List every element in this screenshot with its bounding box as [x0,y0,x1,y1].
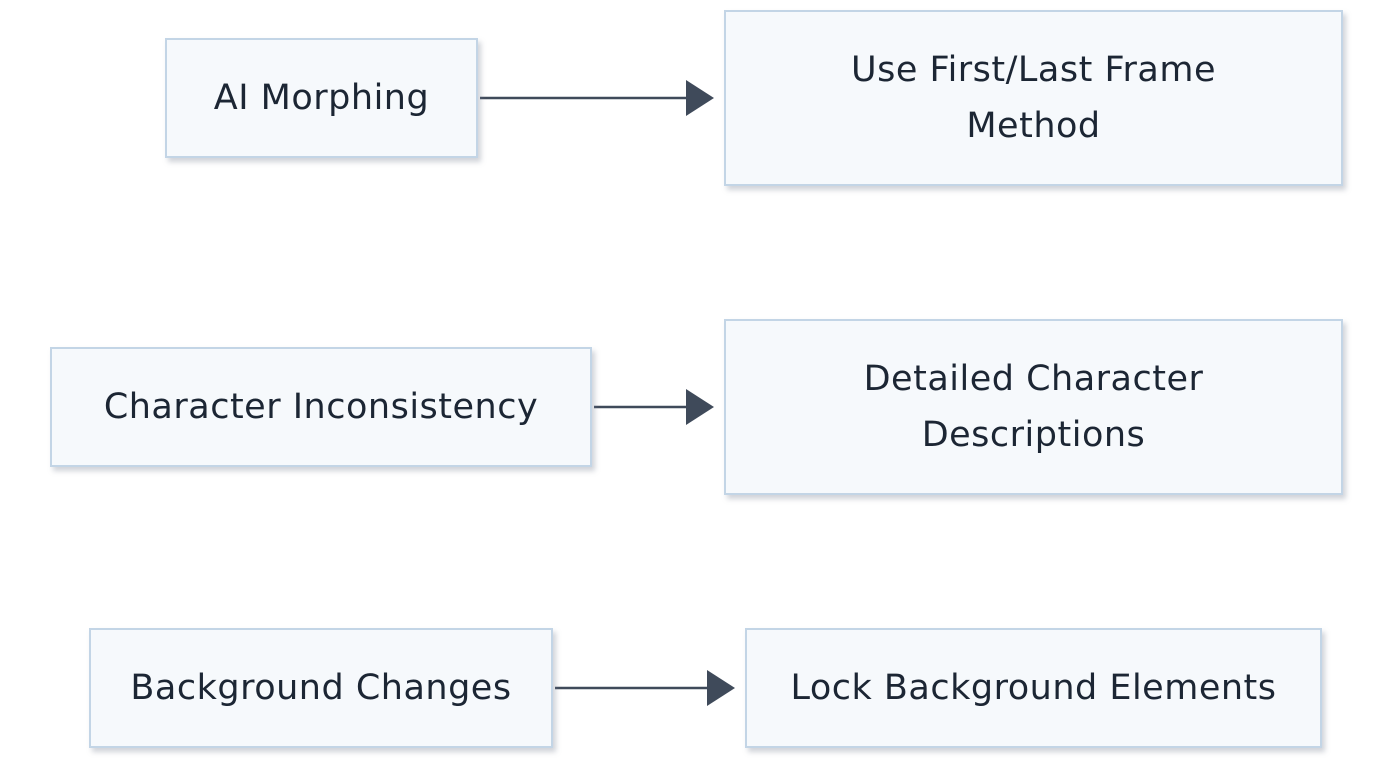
solution-node-first-last-frame: Use First/Last Frame Method [724,10,1343,186]
solution-node-label: Lock Background Elements [790,668,1277,708]
arrow-head [686,389,714,425]
arrow-ai-morphing-to-first-last-frame [480,80,714,116]
solution-node-label: Detailed Character Descriptions [863,359,1204,455]
arrow-head [707,670,735,706]
issue-node-ai-morphing: AI Morphing [165,38,478,158]
solution-node-detailed-descriptions: Detailed Character Descriptions [724,319,1343,495]
issue-node-character-inconsistency: Character Inconsistency [50,347,592,467]
issue-node-label: Character Inconsistency [103,387,539,427]
solution-node-label: Use First/Last Frame Method [850,50,1217,146]
issue-node-label: AI Morphing [213,78,430,118]
issue-node-label: Background Changes [130,668,512,708]
solution-node-lock-background: Lock Background Elements [745,628,1322,748]
issue-node-background-changes: Background Changes [89,628,553,748]
arrow-background-changes-to-lock-background [555,670,735,706]
arrow-head [686,80,714,116]
arrow-character-inconsistency-to-detailed-descriptions [594,389,714,425]
